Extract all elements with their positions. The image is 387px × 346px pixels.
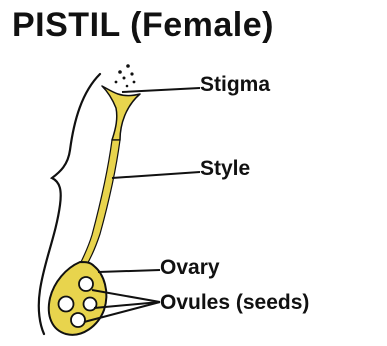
- ovule-2: [59, 297, 74, 312]
- label-ovary: Ovary: [160, 257, 220, 278]
- label-ovules: Ovules (seeds): [160, 292, 309, 313]
- stigma-leader: [122, 88, 200, 92]
- style-leader: [112, 172, 200, 178]
- ovule-1: [79, 277, 93, 291]
- ovary-leader: [98, 270, 160, 272]
- style-shape: [80, 140, 120, 266]
- stigma-shape: [102, 86, 140, 140]
- ovule-4: [71, 313, 85, 327]
- pollen-dots: [115, 64, 136, 87]
- label-stigma: Stigma: [200, 74, 270, 95]
- label-style: Style: [200, 158, 250, 179]
